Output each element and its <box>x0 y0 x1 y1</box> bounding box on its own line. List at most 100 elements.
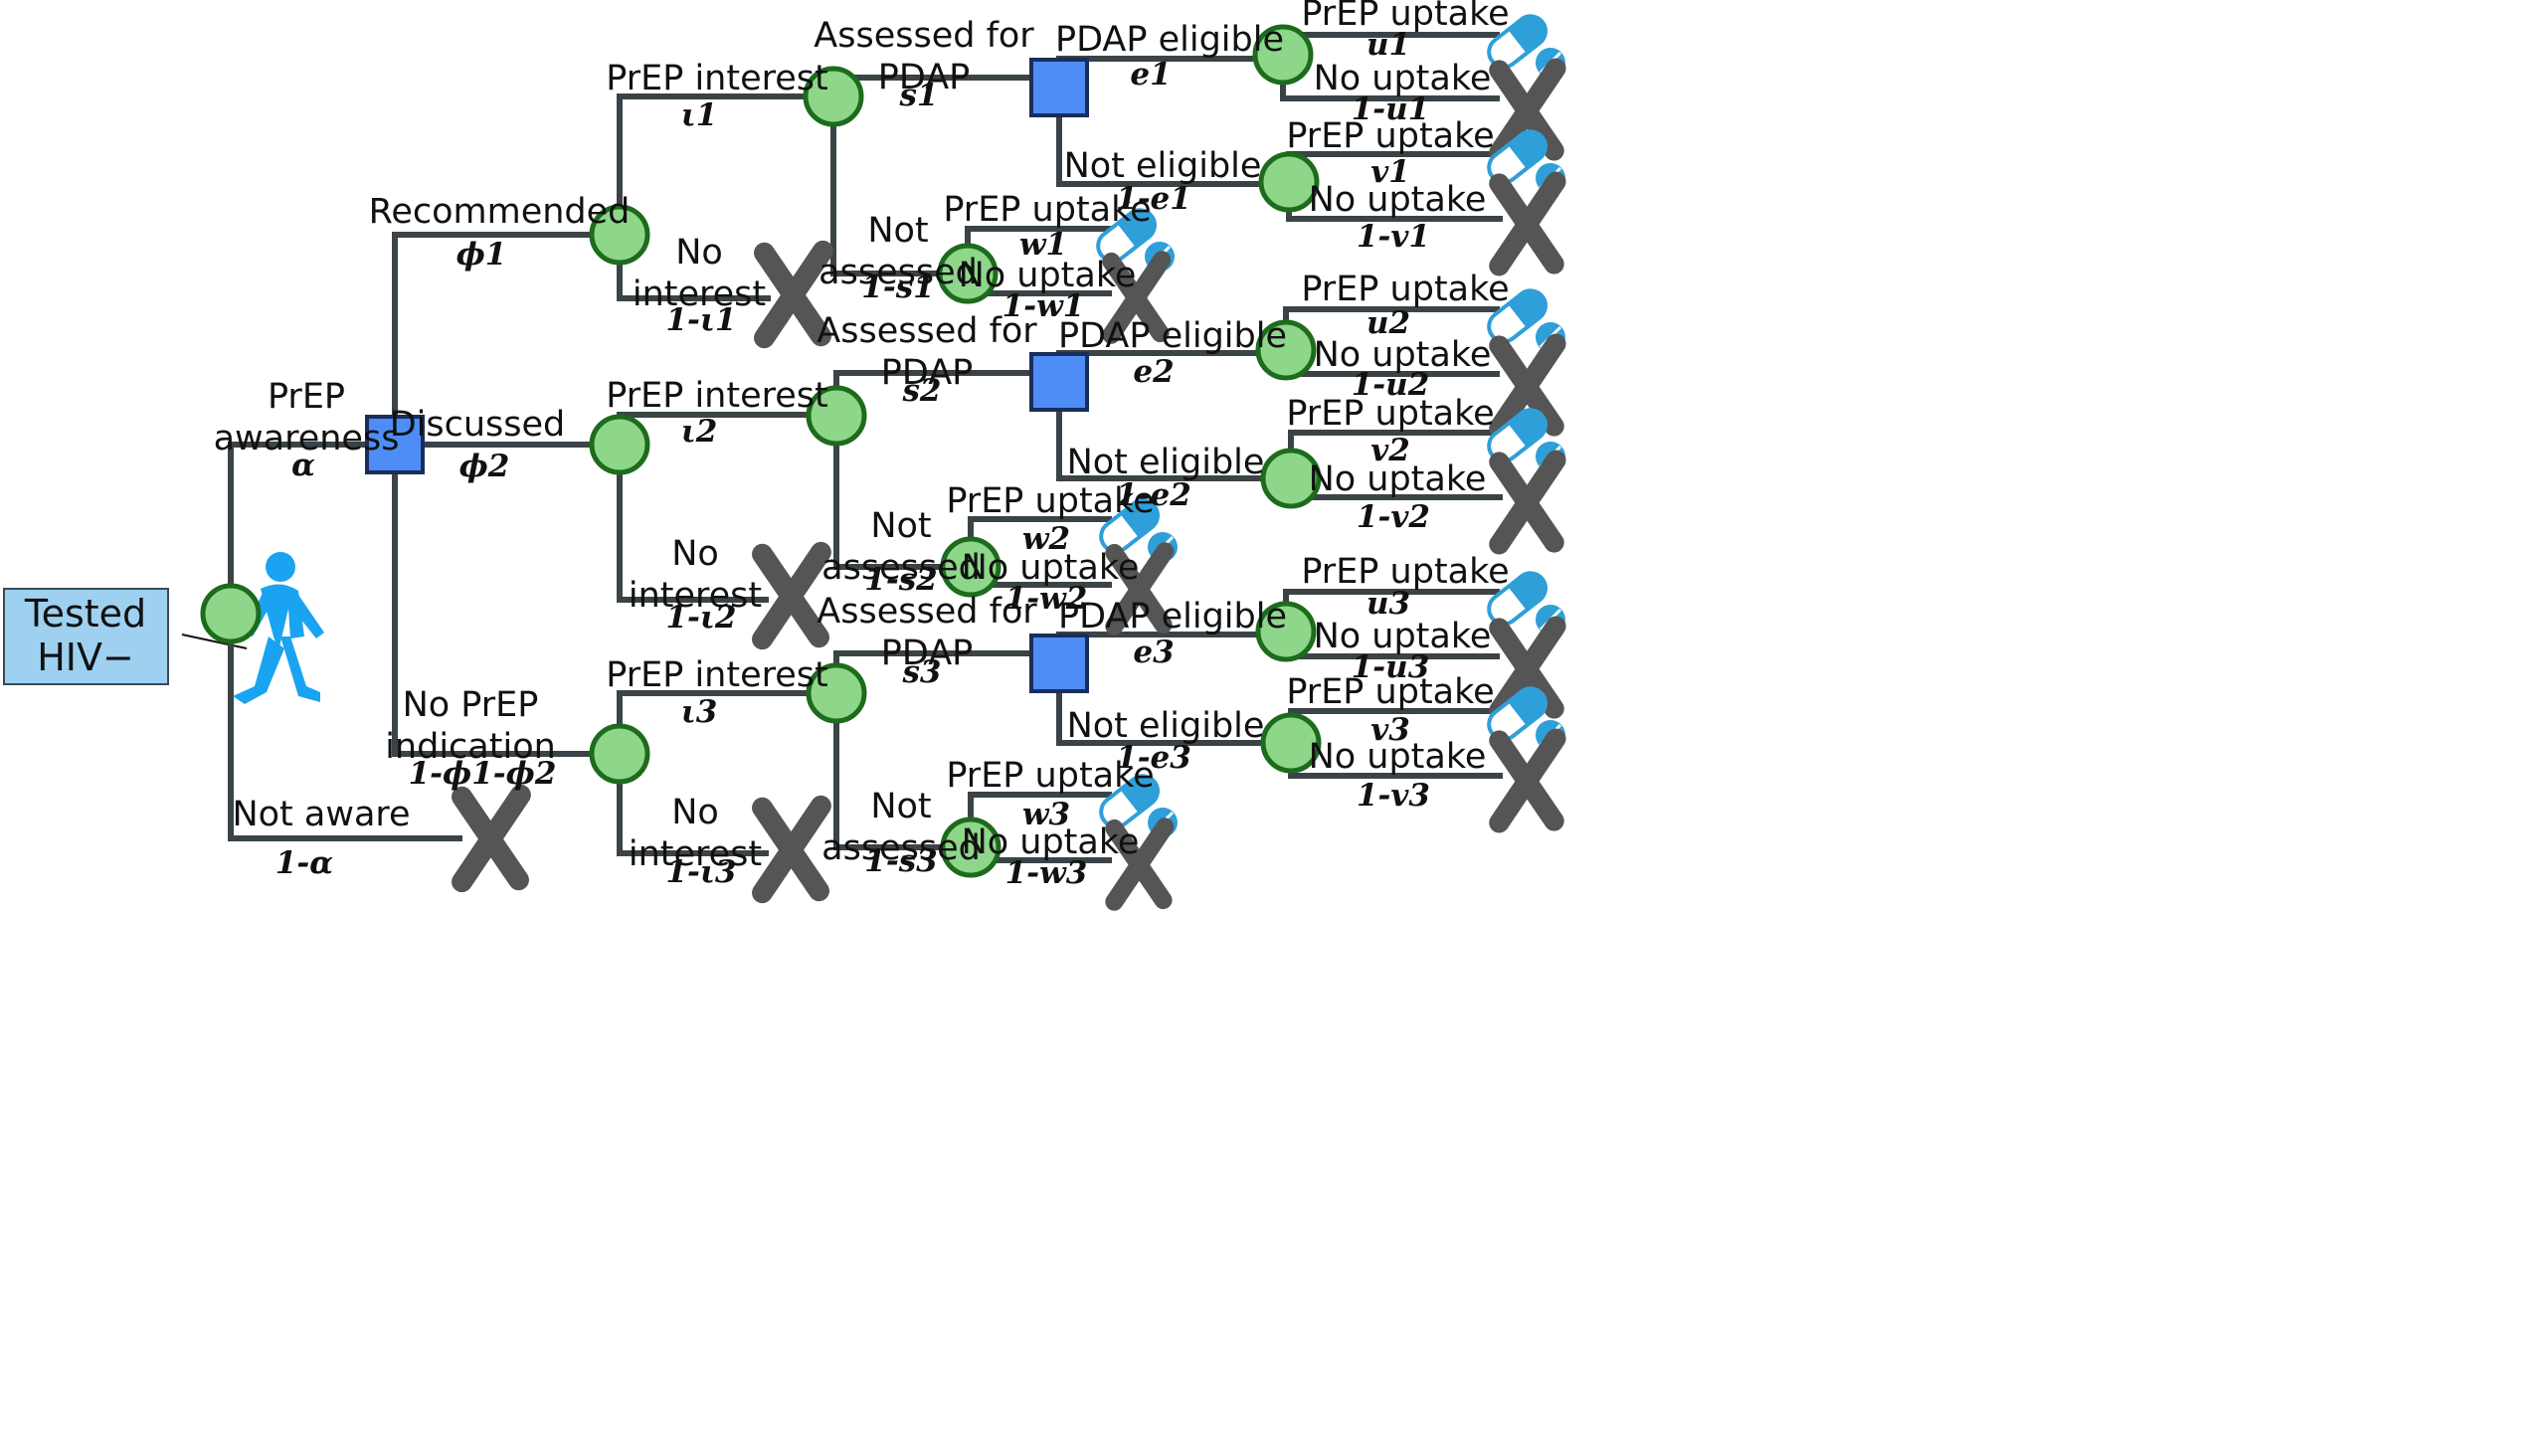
x-cross-stroke <box>1489 171 1566 276</box>
probability-label: 1-s1 <box>861 270 934 305</box>
probability-label: ϕ1 <box>456 237 507 273</box>
x-cross-stroke <box>752 541 831 650</box>
probability-label: w3 <box>1022 797 1070 832</box>
branch-label-line: No uptake <box>962 822 1140 862</box>
x-cross-icon <box>1102 251 1172 344</box>
branch-label-line: Not <box>867 211 928 251</box>
probability-label: ι1 <box>681 97 718 133</box>
branch-label-line: PDAP <box>878 58 971 97</box>
branch-label-line: PDAP <box>881 634 974 673</box>
branch-label: PDAP eligible <box>1058 597 1287 637</box>
capsule <box>1099 498 1161 554</box>
x-cross-stroke <box>752 795 831 904</box>
x-cross-stroke <box>754 240 833 349</box>
chance-node-icon <box>589 204 650 266</box>
x-cross-stroke <box>1102 251 1172 344</box>
x-cross-stroke <box>1105 542 1175 636</box>
branch-label-line: Recommended <box>369 192 631 232</box>
probability-label: 1-w2 <box>1005 581 1088 617</box>
probability-label: s3 <box>901 654 941 690</box>
branch-label: PrEP interest <box>606 376 828 416</box>
x-cross-icon <box>1489 450 1566 555</box>
branch-label-line: No <box>671 793 719 832</box>
person-arm <box>292 595 324 638</box>
x-cross-stroke <box>1105 818 1175 911</box>
branch-label-line: PrEP uptake <box>1301 270 1509 309</box>
branch-label: Discussed <box>390 405 566 445</box>
branch-label-line: PrEP interest <box>606 59 828 98</box>
capsule <box>1487 288 1548 344</box>
branch-label: No uptake <box>1309 180 1487 220</box>
chance-node-icon <box>940 536 1001 598</box>
probability-label: 1-e2 <box>1116 477 1191 513</box>
probability-label: 1-s3 <box>864 843 937 879</box>
branch-label-line: PrEP uptake <box>1301 0 1509 34</box>
x-cross-stroke <box>1489 58 1566 163</box>
x-cross-stroke <box>1489 728 1566 833</box>
branch-label-line: No uptake <box>1314 59 1492 98</box>
start-box-rect <box>3 588 169 685</box>
start-box-line: Tested <box>24 592 146 636</box>
x-cross-icon <box>752 795 831 904</box>
chance-node-icon <box>1260 712 1322 774</box>
chance-node-icon <box>589 414 650 475</box>
branch-label-line: Not eligible <box>1067 443 1265 482</box>
probability-label: 1-e3 <box>1116 740 1191 776</box>
person-torso <box>261 584 304 651</box>
branch-label: PrEP uptake <box>1301 270 1509 309</box>
x-cross-stroke <box>1489 616 1566 721</box>
branch-label: No uptake <box>962 548 1140 588</box>
branch-label: Not eligible <box>1067 443 1265 482</box>
branch-label-line: assessed <box>821 828 981 868</box>
branch-label-line: Not <box>870 787 931 826</box>
probability-label: v2 <box>1370 433 1410 468</box>
pointer-line <box>181 634 248 649</box>
probability-label: e2 <box>1133 354 1174 390</box>
probability-label: ι3 <box>681 694 718 730</box>
probability-label: u2 <box>1366 305 1410 341</box>
x-cross-icon <box>752 541 831 650</box>
capsule <box>1487 571 1548 627</box>
branch-label-line: No uptake <box>1314 335 1492 375</box>
x-cross-icon <box>754 240 833 349</box>
branch-label-line: PrEP uptake <box>1286 116 1494 156</box>
branch-label: PDAP eligible <box>1055 20 1284 60</box>
probability-label: 1-s2 <box>864 562 937 598</box>
branch-label-line: PrEP uptake <box>1301 552 1509 592</box>
probability-label: s2 <box>901 373 941 409</box>
probability-label: 1-v3 <box>1357 778 1430 814</box>
chance-node-icon <box>1258 151 1320 213</box>
branch-label-line: PrEP <box>268 377 345 417</box>
branch-label: No uptake <box>1309 737 1487 777</box>
capsule-half <box>1117 210 1155 248</box>
x-cross-stroke <box>1489 333 1566 439</box>
probability-label: 1-w3 <box>1005 855 1088 891</box>
branch-label: PrEP uptake <box>1286 672 1494 712</box>
x-cross-icon <box>1489 728 1566 833</box>
branch-label: PrEP uptake <box>1286 394 1494 434</box>
branch-label-line: Not aware <box>232 795 410 834</box>
x-cross-icon <box>452 784 531 893</box>
probability-label: 1-v2 <box>1357 499 1430 535</box>
branch-label: Not eligible <box>1067 706 1265 746</box>
capsule-half <box>1508 131 1546 169</box>
branch-label: No uptake <box>1314 59 1492 98</box>
chance-node-icon <box>589 723 650 785</box>
branch-label: No uptake <box>962 822 1140 862</box>
probability-label: 1-ι1 <box>665 302 736 338</box>
capsule-half <box>1508 573 1546 611</box>
branch-label-line: PDAP eligible <box>1055 20 1284 60</box>
chance-node-icon <box>937 243 999 304</box>
branch-label-line: PDAP <box>881 353 974 393</box>
chance-node-icon <box>200 583 262 644</box>
branch-label: PrEP uptake <box>946 481 1154 521</box>
branch-label-line: Assessed for <box>817 592 1037 632</box>
person-leg <box>280 637 320 702</box>
probability-label: 1-α <box>275 845 333 881</box>
